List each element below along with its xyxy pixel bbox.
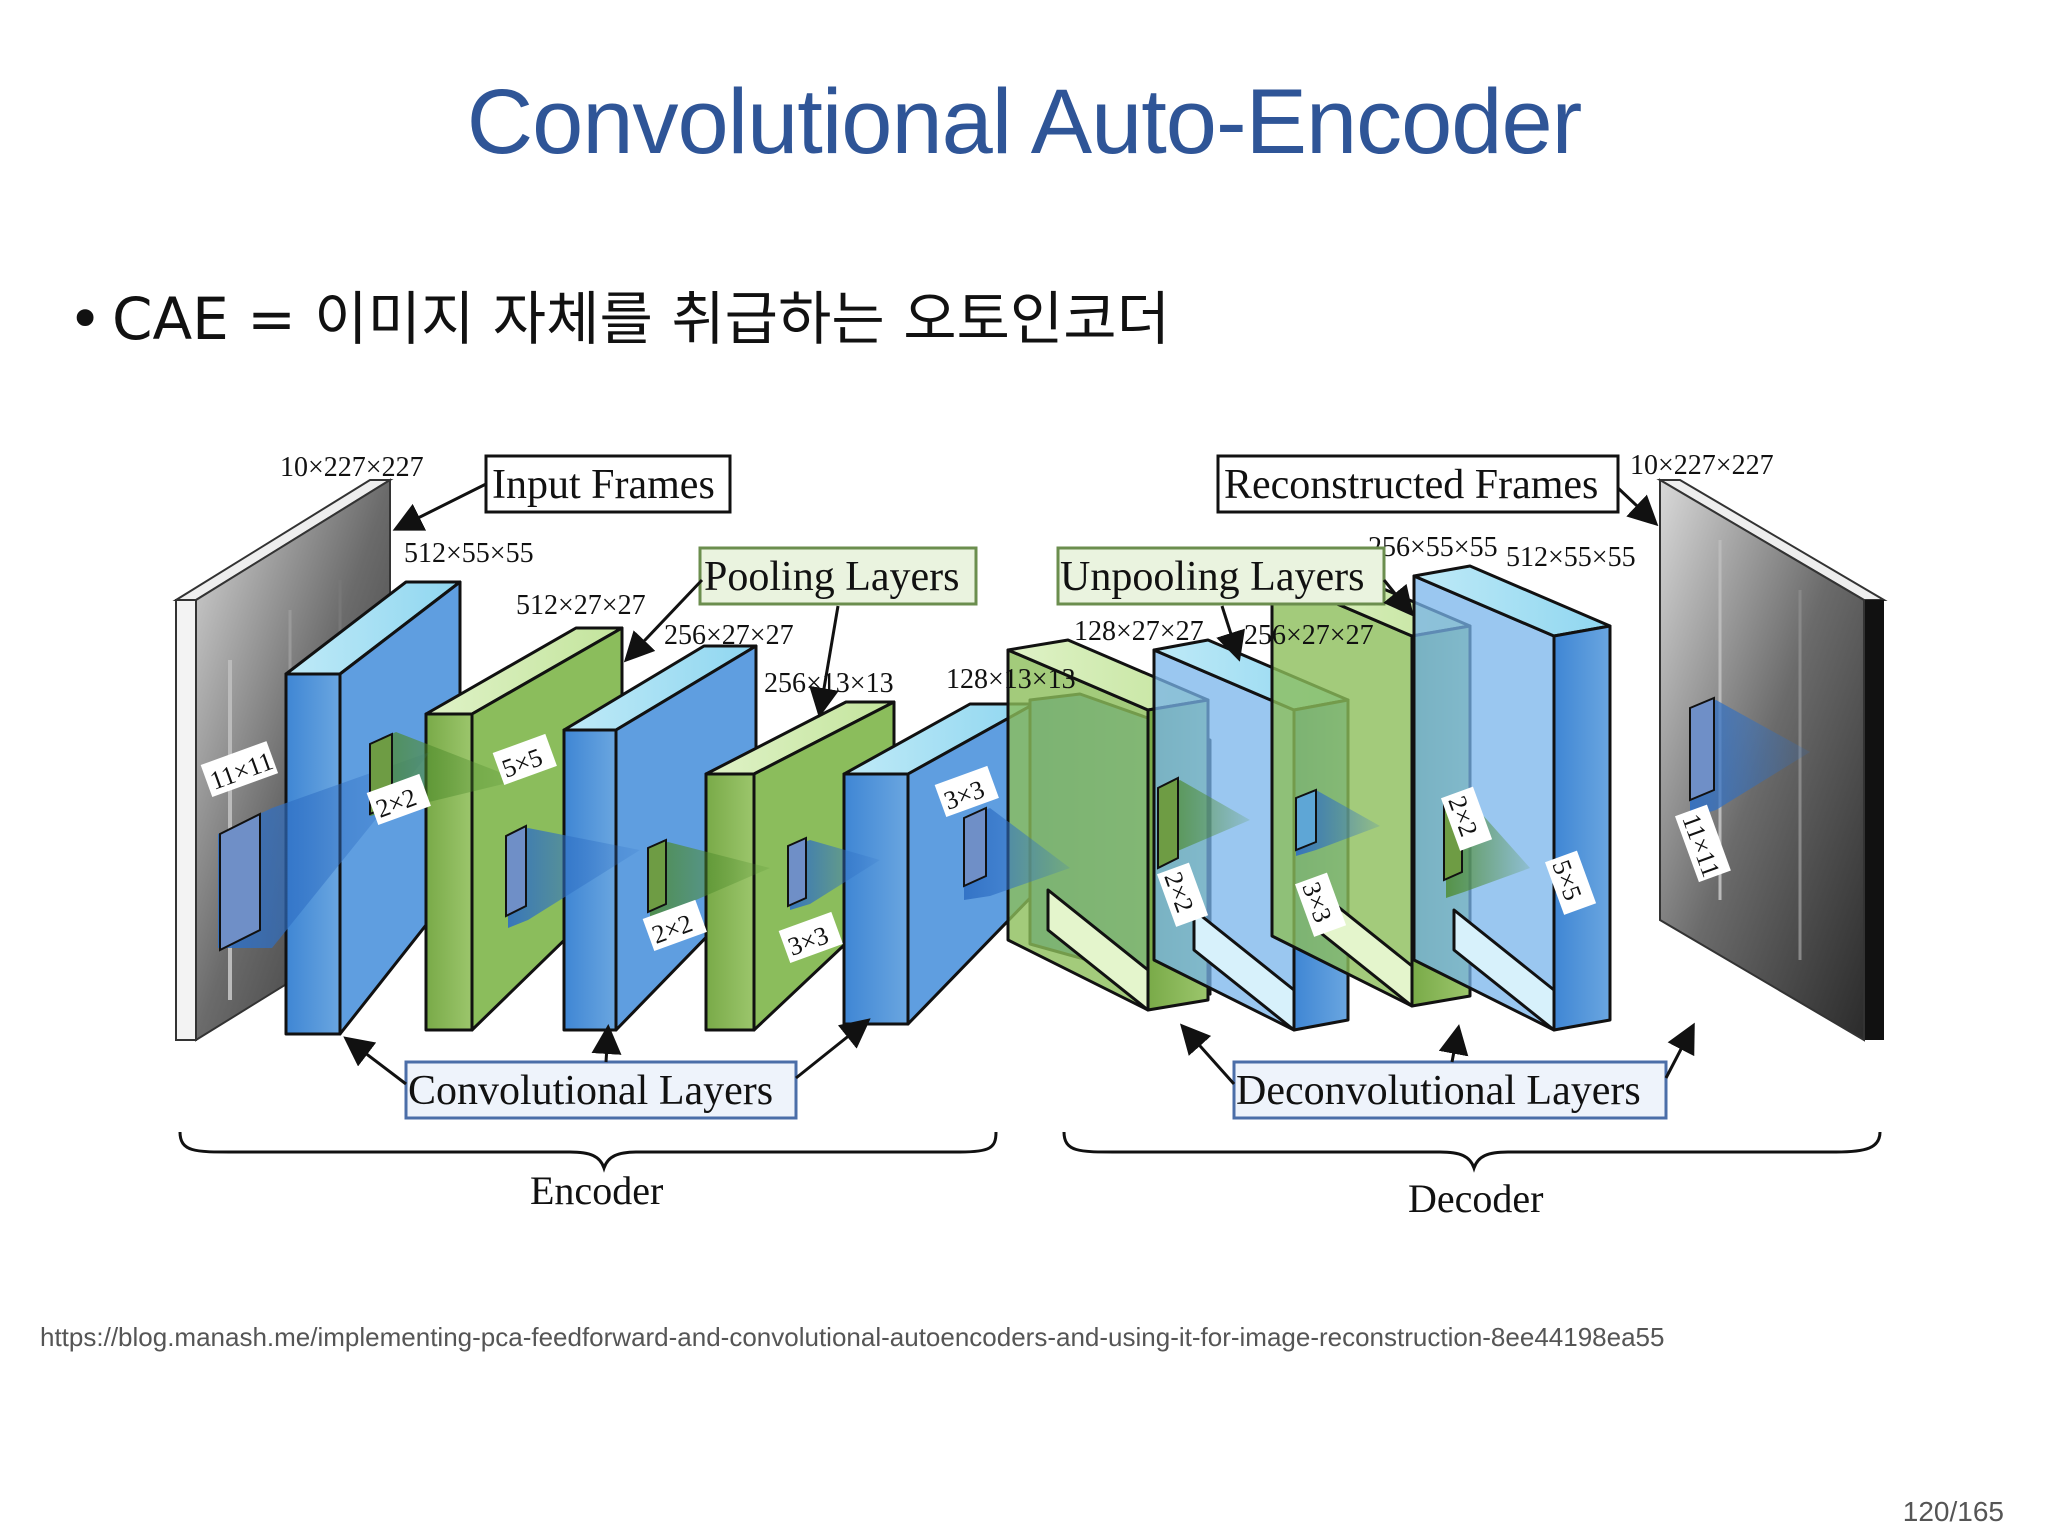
label-input-frames: Input Frames <box>492 462 715 508</box>
deconv2-block-bottom <box>1192 908 1296 1032</box>
dim-output: 10×227×227 <box>1630 450 1774 481</box>
label-convolutional-layers: Convolutional Layers <box>408 1068 773 1114</box>
dim-input: 10×227×227 <box>280 452 424 483</box>
conv3-block-front <box>842 772 910 1026</box>
label-reconstructed-frames: Reconstructed Frames <box>1224 462 1598 508</box>
decoder-label: Decoder <box>1408 1176 1543 1221</box>
pool2-block-front <box>704 772 756 1032</box>
deconv3-block-bottom <box>1452 908 1556 1032</box>
unpool1-block-bottom <box>1046 888 1150 1012</box>
dim-unpool2: 256×55×55 <box>1368 532 1498 563</box>
dim-pool1: 512×27×27 <box>516 590 646 621</box>
encoder-brace: Encoder <box>178 1131 998 1213</box>
slide-title: Convolutional Auto-Encoder <box>466 71 1583 173</box>
diagram-arrows <box>343 482 1695 1086</box>
dim-pool2: 256×13×13 <box>764 668 894 699</box>
source-url: https://blog.manash.me/implementing-pca-… <box>40 1322 1665 1352</box>
page-number: 120/165 <box>1902 1496 2004 1527</box>
bullet-marker: • <box>68 285 103 353</box>
kernel-cuboids <box>219 696 1715 952</box>
bullet-text: CAE = 이미지 자체를 취급하는 오토인코더 <box>112 285 1171 353</box>
dim-deconv3: 512×55×55 <box>1506 542 1636 573</box>
dim-conv2: 256×27×27 <box>664 620 794 651</box>
dim-unpool1: 128×27×27 <box>1074 616 1204 647</box>
bullet-point: •CAE = 이미지 자체를 취급하는 오토인코더 <box>68 272 1170 356</box>
label-pooling-layers: Pooling Layers <box>704 554 959 600</box>
kernel-cones <box>218 700 1810 948</box>
diagram-box-labels: Input Frames Reconstructed Frames Poolin… <box>404 454 1668 1120</box>
decoder-brace: Decoder <box>1062 1131 1882 1221</box>
dim-conv1: 512×55×55 <box>404 538 534 569</box>
deconv3-block-front <box>1552 624 1612 1032</box>
encoder-label: Encoder <box>530 1168 663 1213</box>
label-unpooling-layers: Unpooling Layers <box>1060 554 1364 600</box>
dim-deconv2: 256×27×27 <box>1244 620 1374 651</box>
label-deconvolutional-layers: Deconvolutional Layers <box>1236 1068 1641 1114</box>
dim-conv3: 128×13×13 <box>946 664 1076 695</box>
dimension-labels: 10×227×227 512×55×55 512×27×27 256×27×27… <box>280 450 1774 699</box>
